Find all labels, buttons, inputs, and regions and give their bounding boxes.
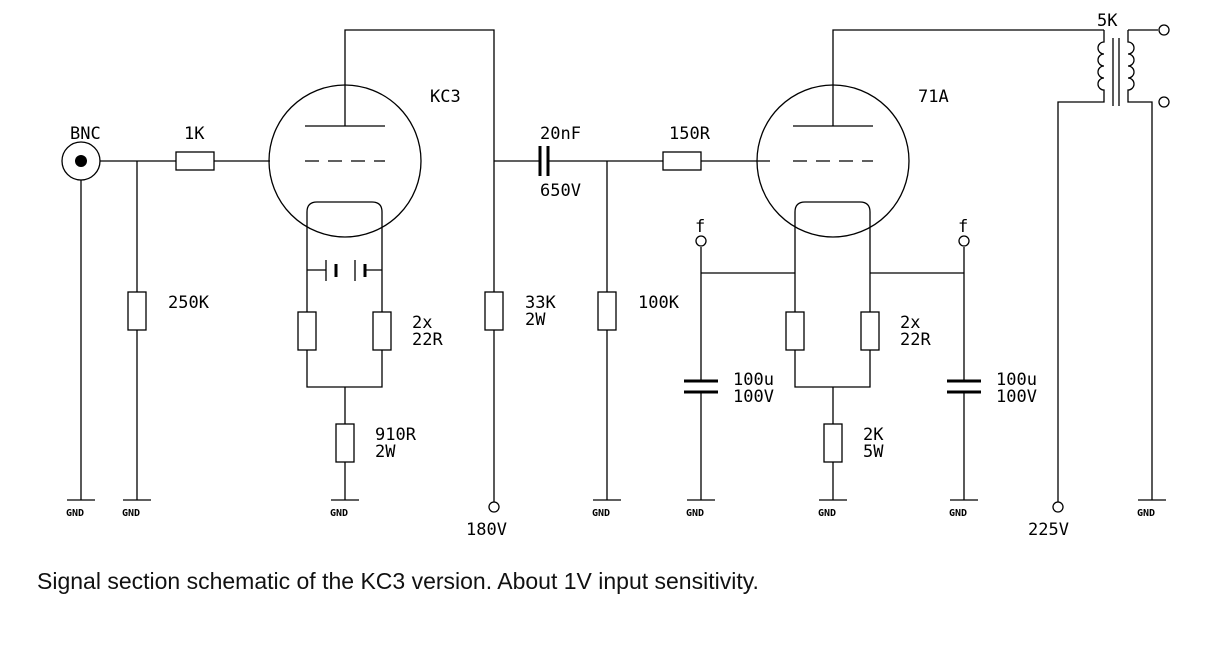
label-150r: 150R <box>669 124 711 144</box>
resistor-fil2-b <box>860 311 880 351</box>
resistor-250k <box>127 291 147 331</box>
label-100k: 100K <box>638 293 680 313</box>
resistor-fil2-a <box>785 311 805 351</box>
kc3-plate-wire <box>344 29 495 502</box>
label-650v: 650V <box>540 181 581 201</box>
label-gnd: GND <box>686 508 704 519</box>
label-bnc: BNC <box>70 124 101 144</box>
label-250k: 250K <box>168 293 210 313</box>
terminal-225v <box>1052 501 1064 513</box>
terminal-f-left <box>695 235 707 247</box>
label-20nf: 20nF <box>540 124 581 144</box>
resistor-910r <box>335 423 355 463</box>
71a-plate-wire <box>832 29 1104 126</box>
label-1k: 1K <box>184 124 205 144</box>
filament-battery <box>325 260 367 281</box>
bnc-connector <box>61 141 101 181</box>
label-5k: 5K <box>1097 11 1118 31</box>
capacitor-100u-right <box>947 379 981 394</box>
figure-caption: Signal section schematic of the KC3 vers… <box>37 568 759 594</box>
label-225v: 225V <box>1028 520 1069 540</box>
kc3-filament-wire <box>306 241 383 500</box>
resistor-2k <box>823 423 843 463</box>
71a-filament-wire <box>700 241 965 500</box>
resistor-1k <box>175 151 215 171</box>
resistor-100k <box>597 291 617 331</box>
resistor-150r <box>662 151 702 171</box>
label-gnd: GND <box>66 508 84 519</box>
terminal-180v <box>488 501 500 513</box>
label-gnd: GND <box>592 508 610 519</box>
terminal-f-right <box>958 235 970 247</box>
label-71a: 71A <box>918 87 949 107</box>
input-wire <box>80 160 270 500</box>
coupling-wire <box>494 160 770 500</box>
label-f-left: f <box>695 217 705 237</box>
output-transformer <box>1057 24 1170 502</box>
label-f-right: f <box>958 217 968 237</box>
label-gnd: GND <box>818 508 836 519</box>
resistor-fil1-b <box>372 311 392 351</box>
resistor-fil1-a <box>297 311 317 351</box>
label-kc3: KC3 <box>430 87 461 107</box>
label-gnd: GND <box>1137 508 1155 519</box>
label-180v: 180V <box>466 520 507 540</box>
label-gnd: GND <box>122 508 140 519</box>
capacitor-100u-left <box>684 379 718 394</box>
resistor-33k <box>484 291 504 331</box>
label-gnd: GND <box>330 508 348 519</box>
label-gnd: GND <box>949 508 967 519</box>
